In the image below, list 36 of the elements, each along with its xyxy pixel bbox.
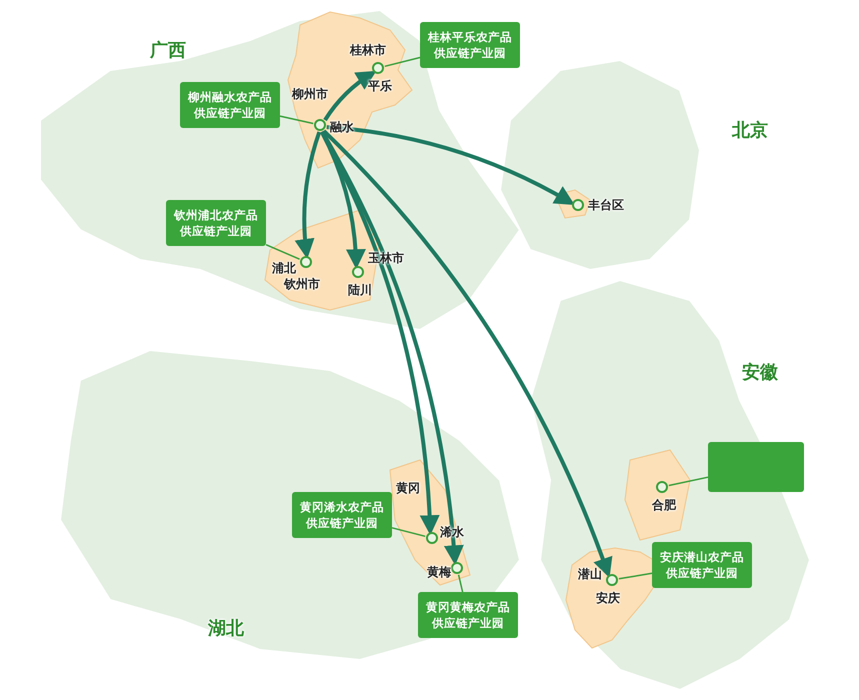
region-name: 北京	[732, 119, 768, 142]
route-arrow	[320, 130, 440, 536]
callout-box: 桂林平乐农产品供应链产业园	[420, 22, 520, 68]
place-name: 浦北	[272, 260, 296, 277]
callout-box: 黄冈浠水农产品供应链产业园	[292, 492, 392, 538]
place-name: 潜山	[578, 566, 602, 583]
leader-line	[618, 572, 652, 580]
leader-line	[392, 527, 426, 538]
leader-line	[266, 244, 300, 260]
leader-line	[280, 115, 314, 124]
place-name: 合肥	[652, 497, 676, 514]
route-arrow	[326, 125, 575, 205]
route-arrow	[294, 131, 322, 259]
city-name: 钦州市	[284, 276, 320, 293]
callout-box: 黄冈黄梅农产品供应链产业园	[418, 592, 518, 638]
leader-line	[458, 574, 464, 592]
callout-box: 安庆潜山农产品供应链产业园	[652, 542, 752, 588]
place-name: 安庆	[596, 590, 620, 607]
city-name: 柳州市	[292, 86, 328, 103]
place-name: 平乐	[368, 78, 392, 95]
leader-line	[668, 476, 708, 486]
place-name: 黄梅	[427, 564, 451, 581]
route-arrow	[323, 70, 376, 122]
route-arrow	[320, 130, 464, 566]
city-name: 桂林市	[350, 42, 386, 59]
city-name: 黄冈	[396, 480, 420, 497]
route-arrow	[322, 129, 612, 578]
region-name: 广西	[150, 39, 186, 62]
callout-box	[708, 442, 804, 492]
callout-box: 钦州浦北农产品供应链产业园	[166, 200, 266, 246]
region-name: 湖北	[208, 617, 244, 640]
place-name: 陆川	[348, 282, 372, 299]
callout-box: 柳州融水农产品供应链产业园	[180, 82, 280, 128]
place-name: 丰台区	[588, 197, 624, 214]
region-name: 安徽	[742, 361, 778, 384]
leader-line	[384, 56, 420, 68]
